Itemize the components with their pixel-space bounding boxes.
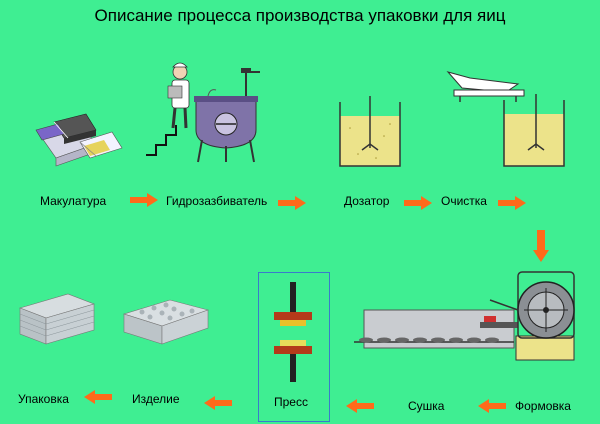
step-label-hydropulper: Гидрозазбиватель	[166, 194, 268, 208]
doser-tank-image	[339, 96, 401, 167]
flow-arrow-8	[84, 390, 112, 404]
page-title: Описание процесса производства упаковки …	[94, 6, 506, 25]
flow-arrow-7	[204, 396, 232, 410]
waste-paper-image	[35, 113, 123, 167]
flow-arrow-down	[533, 230, 549, 262]
step-label-product: Изделие	[132, 392, 180, 406]
flow-arrow-2	[278, 196, 306, 210]
step-label-forming: Формовка	[515, 399, 571, 413]
flow-arrow-1	[130, 193, 158, 207]
press-frame	[258, 272, 330, 422]
step-label-cleaning: Очистка	[441, 194, 487, 208]
press-image	[274, 282, 312, 382]
drying-forming-image	[354, 271, 575, 361]
step-label-drying: Сушка	[408, 399, 445, 413]
cleaning-image	[446, 71, 565, 167]
step-label-doser: Дозатор	[344, 194, 390, 208]
step-label-waste-paper: Макулатура	[40, 194, 107, 208]
flow-arrow-6	[346, 399, 374, 413]
flow-arrow-3	[404, 196, 432, 210]
step-label-press: Пресс	[274, 395, 308, 409]
hydropulper-image	[146, 62, 260, 163]
flow-arrow-5	[478, 399, 506, 413]
flow-arrow-4	[498, 196, 526, 210]
egg-tray-image	[122, 299, 210, 345]
packed-stack-image	[19, 293, 95, 345]
step-label-packing: Упаковка	[18, 392, 69, 406]
